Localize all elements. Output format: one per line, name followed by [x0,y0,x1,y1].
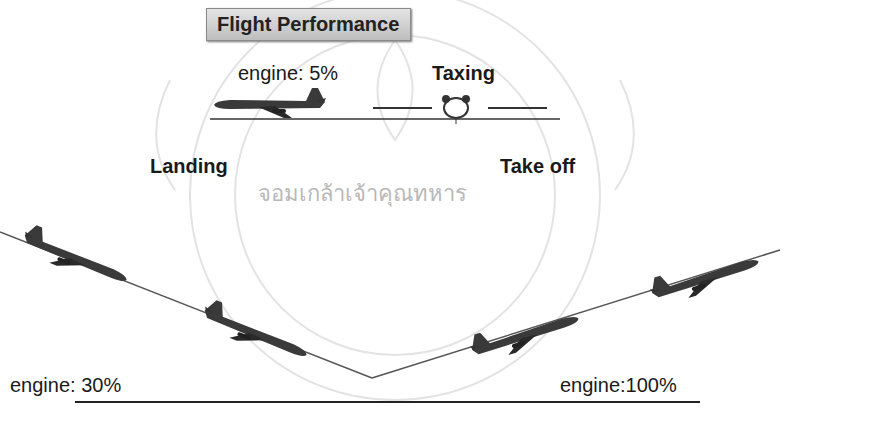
phase-label: Taxing [432,62,495,85]
title-text: Flight Performance [217,13,400,36]
phase-label: Landing [150,155,228,178]
title-box: Flight Performance [206,8,411,41]
engine-setting: engine: 30% [10,374,121,397]
engine-setting: engine: 5% [238,62,338,85]
phase-label: Take off [500,155,575,178]
engine-setting: engine:100% [560,374,677,397]
watermark-text: จอมเกล้าเจ้าคุณทหาร [258,176,467,211]
watermark-seal [156,0,634,400]
front-view-jet [373,96,547,124]
